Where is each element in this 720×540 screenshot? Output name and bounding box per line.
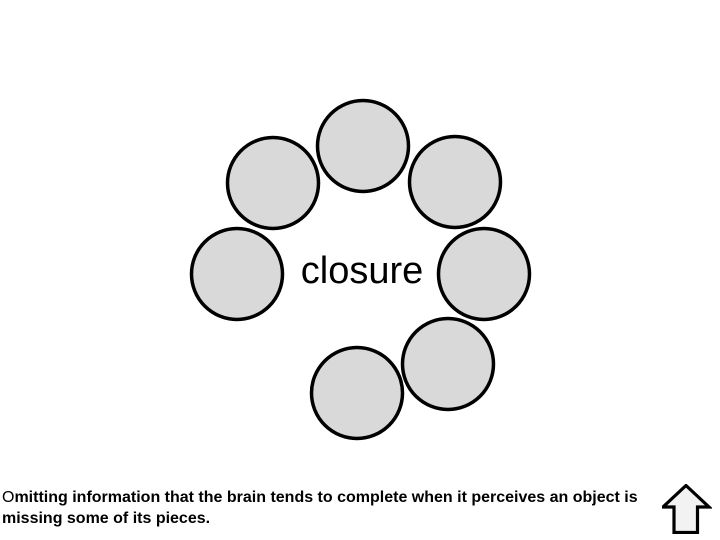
circle-shape-bottom-right xyxy=(400,316,496,412)
caption-line-2: missing some of its pieces. xyxy=(2,510,211,527)
caption-line-1-text: mitting information that the brain tends… xyxy=(14,489,638,506)
circle-shape-top xyxy=(315,98,411,194)
circle-shape-bottom xyxy=(309,345,405,441)
figure-label: closure xyxy=(300,249,424,292)
up-arrow-shape[interactable] xyxy=(662,484,712,534)
up-arrow-icon[interactable] xyxy=(662,484,712,534)
caption-lead-char: O xyxy=(2,489,15,506)
caption-line-1: Omitting information that the brain tend… xyxy=(2,487,662,508)
circle-shape-top-right xyxy=(407,134,503,230)
circle-shape-left xyxy=(189,226,285,322)
caption: Omitting information that the brain tend… xyxy=(2,487,662,529)
circle-shape-right xyxy=(436,226,532,322)
circle-shape-top-left xyxy=(225,135,321,231)
